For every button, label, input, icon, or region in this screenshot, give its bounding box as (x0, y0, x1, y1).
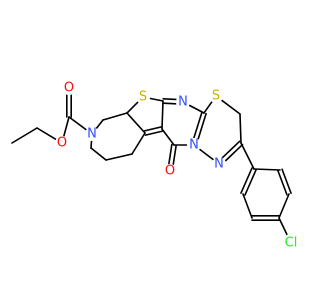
bond-ch3-ch2 (11, 127, 38, 144)
atom-o-ester-dbl: O (62, 81, 76, 96)
bond-c7-c8 (161, 128, 175, 146)
bond-ccarb-n_ring1 (68, 116, 88, 131)
atom-label: O (64, 81, 74, 96)
bond-n_bridge-c4-second (193, 111, 203, 139)
atom-label: N (87, 127, 97, 142)
bond-c2-n_pyr (162, 102, 177, 105)
bond-layer (11, 94, 292, 236)
bond-c4-s_thiadiazine (203, 100, 213, 114)
bond-ch2-o_ester (36, 127, 57, 141)
bond-n_ring1-ca (95, 119, 104, 130)
bond-cb-s_thio (126, 101, 139, 114)
atom-label: O (57, 136, 67, 151)
bond-c7-o_carbonyl-second (172, 144, 177, 166)
atom-label-background (209, 89, 223, 103)
bond-ph2-ph3 (242, 193, 253, 219)
atom-label-background (62, 81, 76, 95)
bond-c8-c9 (143, 126, 163, 132)
bond-c9-cb (126, 112, 146, 134)
bond-s_thiadiazine-c5 (220, 99, 241, 115)
atom-label: S (212, 89, 220, 104)
bond-c8-c2 (161, 100, 164, 130)
bond-n_azo-n_bridge (198, 148, 215, 161)
atom-n-ring1: N (85, 127, 99, 142)
bond-c9-cd (131, 132, 146, 155)
atom-label-background (55, 136, 69, 150)
atom-n-pyr: N (176, 95, 190, 110)
bond-cf-n_ring1 (90, 140, 93, 149)
bond-c6-n_azo-second (224, 143, 244, 162)
atom-label-background (187, 138, 201, 152)
atom-label-background (282, 234, 300, 252)
atom-label: N (189, 138, 199, 153)
bond-ce-cf (90, 147, 107, 161)
bond-s_thio-c2 (149, 97, 164, 102)
atom-label: Cl (285, 236, 298, 251)
atom-n-bridge: N (187, 138, 201, 153)
bond-ph4-cl (278, 217, 288, 236)
bond-ca-cb (102, 112, 128, 121)
atom-o-carbonyl: O (163, 164, 177, 179)
atom-n-azo: N (212, 157, 226, 172)
bond-ph5-ph6-second (277, 169, 288, 196)
atom-label-background (136, 90, 150, 104)
bond-ph1-ph2-second (244, 169, 257, 196)
bond-n_bridge-c4 (197, 112, 207, 140)
bond-ph1-ph2 (240, 167, 253, 194)
atom-cl: Cl (282, 234, 300, 252)
atom-label: N (214, 157, 224, 172)
bond-c7-o_carbonyl (168, 143, 173, 165)
bond-cd-ce (105, 153, 133, 161)
atom-label: N (178, 95, 188, 110)
bond-c8-c9-second (144, 130, 164, 136)
bond-ph6-ph1 (253, 168, 281, 171)
bond-o_ester-ccarb (63, 116, 70, 138)
atom-label: O (165, 164, 175, 179)
atom-label-background (85, 127, 99, 141)
atom-label-background (163, 164, 177, 178)
atom-s-thiadiazine: S (209, 89, 223, 104)
atom-o-ester: O (55, 136, 69, 151)
atom-s-thio: S (136, 90, 150, 105)
bond-c2-n_pyr-second (162, 98, 177, 101)
atom-label: S (139, 90, 147, 105)
bond-ph4-ph5 (278, 193, 290, 219)
atom-label-background (176, 95, 190, 109)
bond-c6-n_azo (221, 140, 241, 159)
bond-c5-c6 (239, 113, 242, 144)
bond-c6-ph1 (240, 142, 255, 170)
bond-ph5-ph6 (281, 168, 292, 195)
atom-label-background (212, 157, 226, 171)
